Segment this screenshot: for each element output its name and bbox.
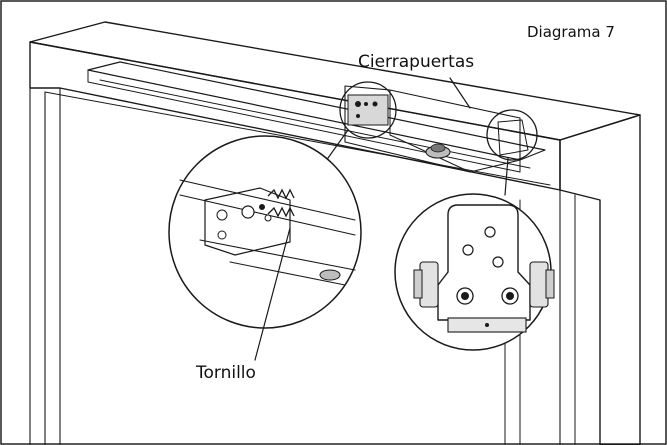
- label-closer: Cierrapuertas: [358, 52, 474, 72]
- leader-line-right: [504, 157, 509, 196]
- detail-marker-right: [486, 109, 538, 161]
- label-screw: Tornillo: [195, 363, 256, 383]
- detail-circle-screw: [168, 135, 362, 329]
- diagram-title: Diagrama 7: [527, 23, 615, 41]
- detail-circle-closer: [394, 193, 555, 351]
- top-rail: [87, 61, 546, 173]
- leader-line-closer: [449, 77, 471, 109]
- detail-marker-left: [339, 81, 397, 139]
- leader-line-screw: [254, 227, 291, 361]
